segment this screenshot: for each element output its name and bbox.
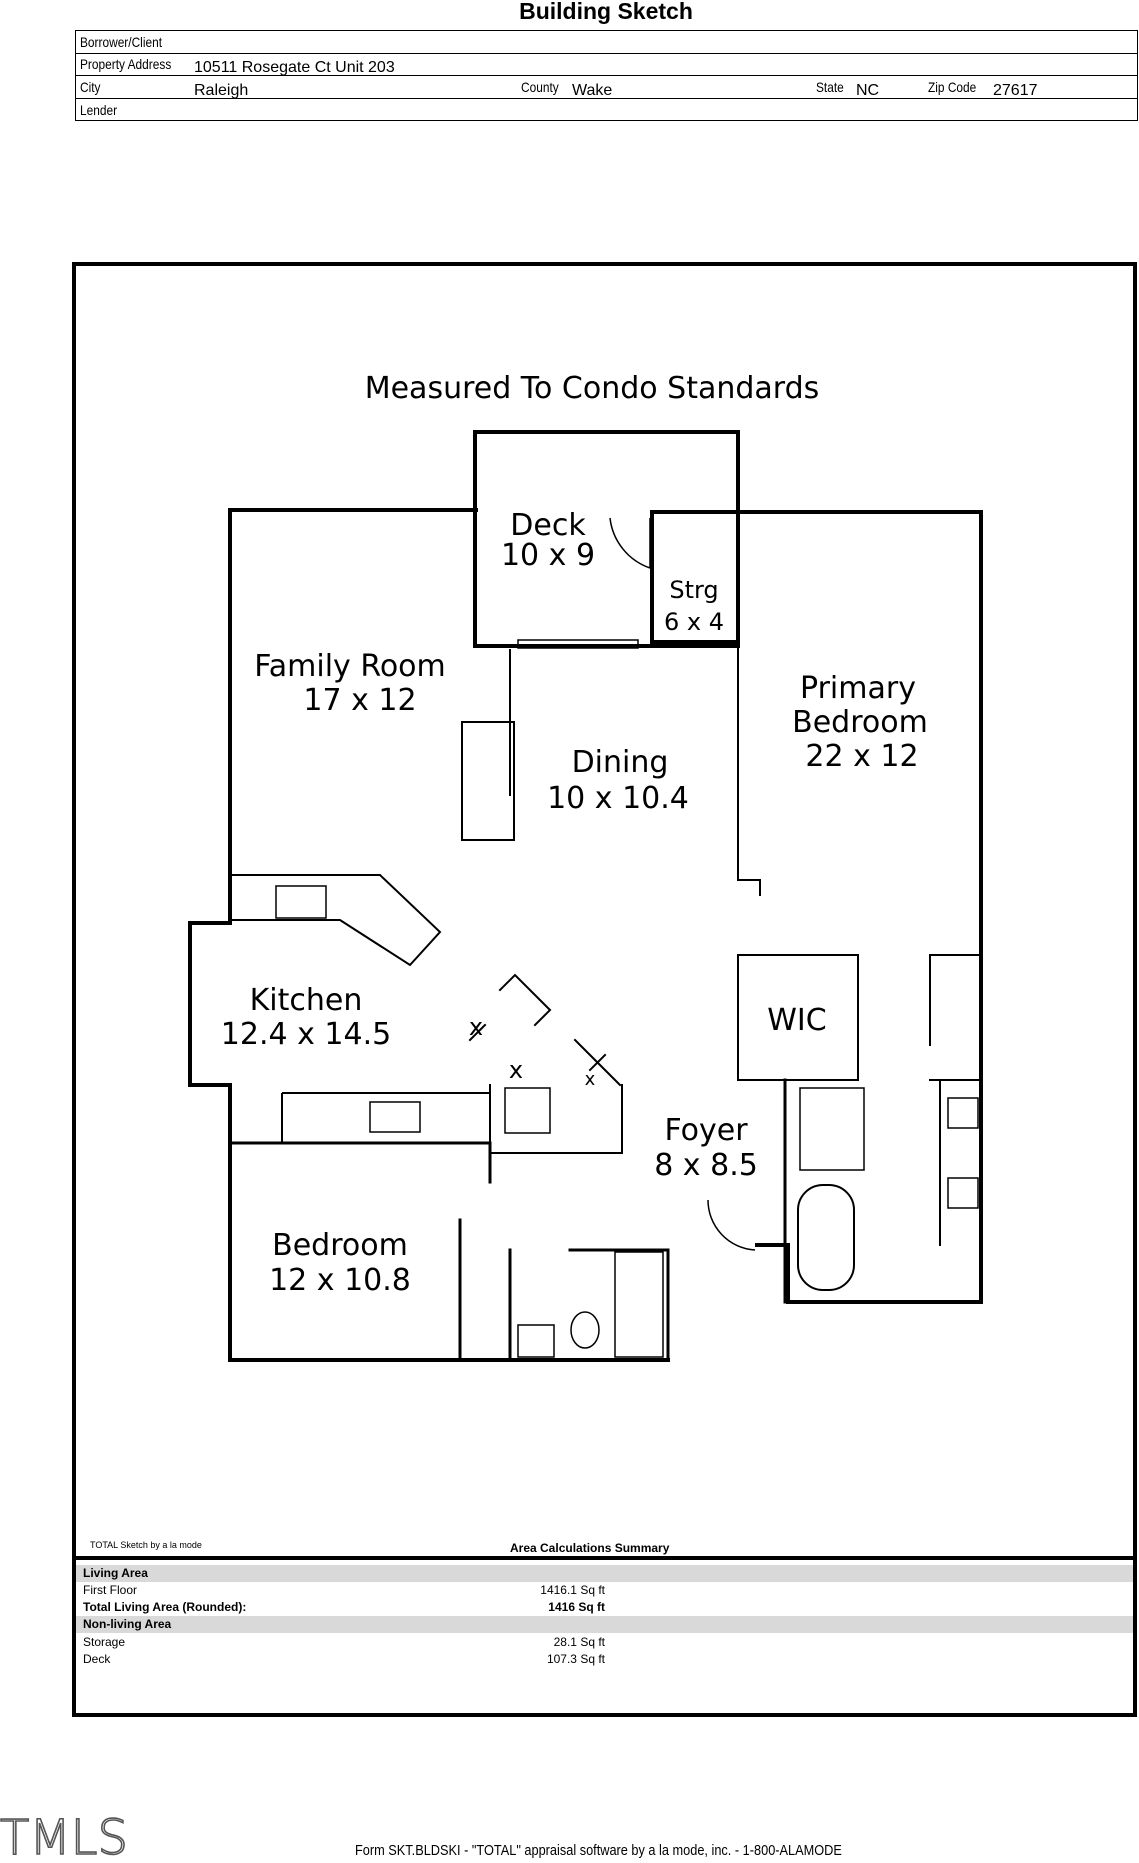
lender-label: Lender <box>80 102 118 118</box>
deck-dimensions: 10 x 9 <box>501 538 595 573</box>
toilet <box>570 1311 600 1349</box>
foyer-label: Foyer <box>664 1113 748 1148</box>
city-label: City <box>80 79 101 95</box>
deck-row: Deck 107.3 Sq ft <box>76 1651 1133 1668</box>
borrower-label: Borrower/Client <box>80 34 163 50</box>
zip-value: 27617 <box>993 82 1038 99</box>
closet-mark-1: x <box>469 1013 483 1041</box>
form-footer: Form SKT.BLDSKI - "TOTAL" appraisal soft… <box>355 1842 842 1859</box>
deck-area-label: Deck <box>83 1652 111 1666</box>
storage-area-value: 28.1 Sq ft <box>553 1635 605 1649</box>
kitchen-dimensions: 12.4 x 14.5 <box>221 1017 391 1052</box>
mls-logo: TMLS <box>0 1812 129 1860</box>
first-floor-value: 1416.1 Sq ft <box>540 1583 605 1597</box>
shower <box>799 1087 865 1171</box>
storage-dimensions: 6 x 4 <box>664 608 724 636</box>
sketch-credit: TOTAL Sketch by a la mode <box>90 1540 202 1550</box>
closet-mark-3: x <box>585 1069 596 1090</box>
stove <box>369 1101 421 1133</box>
mls-logo-text: TMLS <box>0 1812 128 1860</box>
address-row: Property Address 10511 Rosegate Ct Unit … <box>76 53 1137 76</box>
closet-mark-2: x <box>509 1056 523 1084</box>
deck-area-value: 107.3 Sq ft <box>546 1652 605 1666</box>
storage-outline <box>650 510 740 644</box>
storage-area-label: Storage <box>83 1635 126 1649</box>
kitchen-label: Kitchen <box>250 983 363 1018</box>
lender-row: Lender <box>76 99 1137 121</box>
state-value: NC <box>856 82 880 99</box>
dining-label: Dining <box>572 745 669 780</box>
family-room-dimensions: 17 x 12 <box>303 683 416 718</box>
outer-wall-right <box>736 510 983 1304</box>
sofa <box>461 721 515 841</box>
outer-wall-left <box>188 508 670 1362</box>
dining-dimensions: 10 x 10.4 <box>547 781 689 816</box>
wic-label: WIC <box>767 1003 826 1038</box>
address-label: Property Address <box>80 56 172 72</box>
page-title: Building Sketch <box>519 0 693 24</box>
address-value: 10511 Rosegate Ct Unit 203 <box>194 59 395 76</box>
city-value: Raleigh <box>194 82 249 99</box>
first-floor-label: First Floor <box>83 1583 137 1597</box>
city-row: City Raleigh County Wake State NC Zip Co… <box>76 76 1137 99</box>
total-living-label: Total Living Area (Rounded): <box>83 1600 247 1614</box>
living-area-label: Living Area <box>83 1566 148 1580</box>
summary-heading: Area Calculations Summary <box>510 1541 670 1555</box>
floor-plan: Measured To Condo Standards Deck 10 x 9 … <box>188 371 983 1362</box>
primary-bedroom-dimensions: 22 x 12 <box>805 739 918 774</box>
bathtub <box>797 1184 855 1291</box>
county-value: Wake <box>572 82 613 99</box>
living-area-row: Living Area <box>76 1565 1133 1582</box>
family-room-label: Family Room <box>254 649 446 684</box>
primary-bedroom-label-2: Bedroom <box>792 705 928 740</box>
borrower-row: Borrower/Client <box>76 31 1137 54</box>
first-floor-row: First Floor 1416.1 Sq ft <box>76 1582 1133 1599</box>
zip-label: Zip Code <box>928 79 977 95</box>
vanity-sink <box>517 1324 555 1358</box>
foyer-dimensions: 8 x 8.5 <box>654 1148 758 1183</box>
nonliving-area-row: Non-living Area <box>76 1616 1133 1633</box>
summary-divider <box>76 1556 1133 1560</box>
nonliving-area-label: Non-living Area <box>83 1617 172 1631</box>
state-label: State <box>816 79 844 95</box>
bedroom-dimensions: 12 x 10.8 <box>269 1263 411 1298</box>
primary-bedroom-label-1: Primary <box>800 671 916 706</box>
storage-label: Strg <box>669 576 718 604</box>
total-living-row: Total Living Area (Rounded): 1416 Sq ft <box>76 1599 1133 1616</box>
county-label: County <box>521 79 559 95</box>
sketch-frame <box>72 262 1137 1717</box>
kitchen-sink <box>275 885 327 919</box>
condo-standards-note: Measured To Condo Standards <box>365 371 820 406</box>
total-living-value: 1416 Sq ft <box>548 1600 605 1614</box>
storage-row: Storage 28.1 Sq ft <box>76 1634 1133 1651</box>
property-info-table: Borrower/Client Property Address 10511 R… <box>75 30 1138 121</box>
deck-label: Deck <box>510 508 586 543</box>
shower-stall <box>614 1251 664 1358</box>
bedroom-label: Bedroom <box>272 1228 408 1263</box>
